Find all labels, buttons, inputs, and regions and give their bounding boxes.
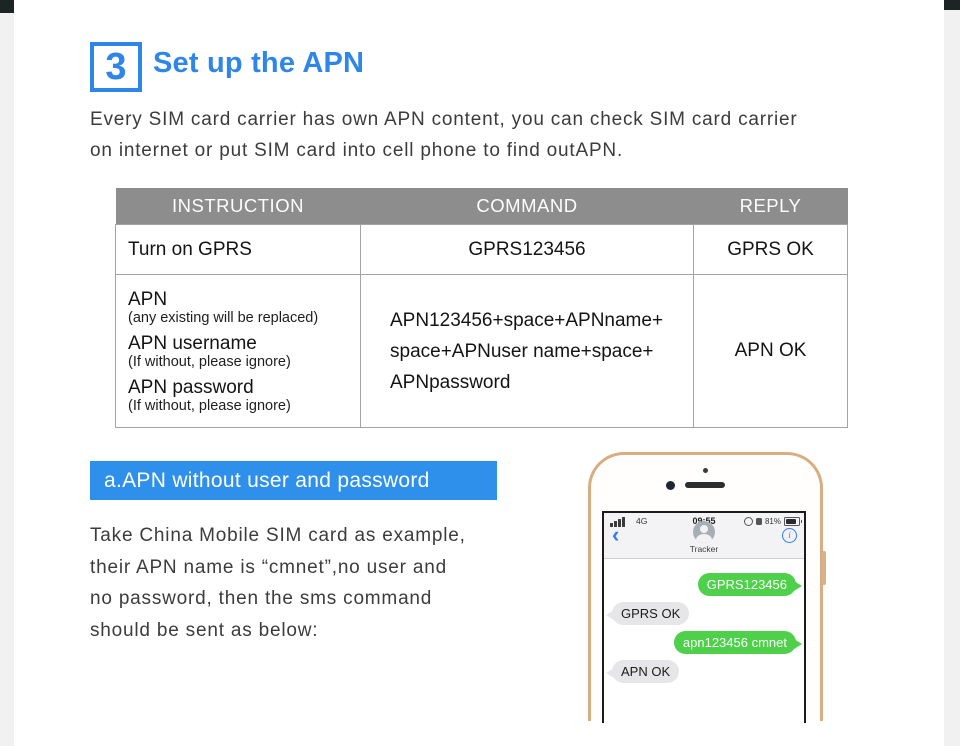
- page-title: Set up the APN: [153, 47, 365, 79]
- back-chevron-icon: ‹: [612, 522, 620, 547]
- clock-icon: [743, 517, 753, 526]
- command-text: APN123456+space+APNname+ space+APNuser n…: [362, 305, 692, 398]
- instruction-item: APN username (If without, please ignore): [128, 333, 359, 370]
- column-header-command: COMMAND: [360, 188, 694, 225]
- table-row: Turn on GPRS GPRS123456 GPRS OK: [115, 224, 848, 275]
- sms-bubble-outgoing: GPRS123456: [697, 573, 803, 596]
- example-line-4: should be sent as below:: [90, 619, 319, 641]
- instruction-main: APN: [128, 288, 168, 310]
- instruction-note: (If without, please ignore): [128, 353, 291, 370]
- cell-command: GPRS123456: [360, 224, 694, 275]
- sms-bubble-outgoing: apn123456 cmnet: [673, 631, 803, 654]
- example-line-3: no password, then the sms command: [90, 588, 433, 609]
- cell-instruction: Turn on GPRS: [115, 224, 361, 275]
- cell-command: APN123456+space+APNname+ space+APNuser n…: [360, 274, 694, 428]
- contact-name: Tracker: [689, 544, 719, 554]
- step-number: 3: [105, 46, 127, 88]
- instruction-note: (If without, please ignore): [128, 397, 291, 414]
- phone-illustration: 4G 09:55 81% ‹ Tracker i GPRS123456 GPRS…: [588, 452, 826, 723]
- instruction-item: APN (any existing will be replaced): [128, 289, 359, 326]
- cell-reply: GPRS OK: [693, 224, 848, 275]
- phone-header: 4G 09:55 81% ‹ Tracker i: [604, 513, 804, 559]
- info-icon: i: [782, 528, 797, 543]
- contact-avatar: [693, 521, 715, 543]
- example-paragraph: Take China Mobile SIM card as example, t…: [90, 520, 530, 646]
- photo-corner-mark-right: [944, 0, 960, 10]
- command-line: APN123456+space+APNname+: [390, 309, 664, 331]
- column-header-instruction: INSTRUCTION: [115, 188, 361, 225]
- front-camera-icon: [666, 481, 675, 490]
- sensor-dot-icon: [703, 468, 708, 473]
- example-line-2: their APN name is “cmnet”,no user and: [90, 556, 447, 578]
- phone-screen: 4G 09:55 81% ‹ Tracker i GPRS123456 GPRS…: [602, 511, 806, 723]
- command-table: INSTRUCTION COMMAND REPLY Turn on GPRS G…: [115, 188, 848, 428]
- step-number-box: 3: [90, 42, 142, 92]
- intro-paragraph: Every SIM card carrier has own APN conte…: [90, 104, 890, 166]
- command-line: space+APNuser name+space+: [390, 340, 654, 362]
- table-row: APN (any existing will be replaced) APN …: [115, 274, 848, 428]
- battery-percent: 81%: [764, 517, 781, 526]
- photo-corner-mark-left: [0, 0, 14, 13]
- command-line: APNpassword: [390, 371, 511, 393]
- intro-line-1: Every SIM card carrier has own APN conte…: [90, 109, 798, 130]
- battery-icon: [784, 517, 802, 526]
- instruction-main: APN username: [128, 332, 257, 354]
- phone-side-button: [822, 551, 826, 585]
- earpiece-speaker: [685, 482, 725, 488]
- sms-bubble-incoming: APN OK: [605, 660, 680, 683]
- intro-line-2: on internet or put SIM card into cell ph…: [90, 140, 624, 161]
- column-header-reply: REPLY: [693, 188, 848, 225]
- signal-bars-icon: [610, 517, 626, 527]
- instruction-main: APN password: [128, 376, 254, 398]
- cell-instruction: APN (any existing will be replaced) APN …: [115, 274, 361, 428]
- cell-reply: APN OK: [693, 274, 848, 428]
- example-line-1: Take China Mobile SIM card as example,: [90, 525, 466, 546]
- lock-icon: [755, 518, 762, 525]
- instruction-item: APN password (If without, please ignore): [128, 377, 359, 414]
- section-banner: a.APN without user and password: [90, 461, 497, 500]
- status-icons: 81%: [743, 516, 802, 527]
- instruction-note: (any existing will be replaced): [128, 309, 319, 326]
- network-label: 4G: [636, 516, 648, 526]
- sms-bubble-incoming: GPRS OK: [605, 602, 690, 625]
- table-header-row: INSTRUCTION COMMAND REPLY: [115, 188, 848, 225]
